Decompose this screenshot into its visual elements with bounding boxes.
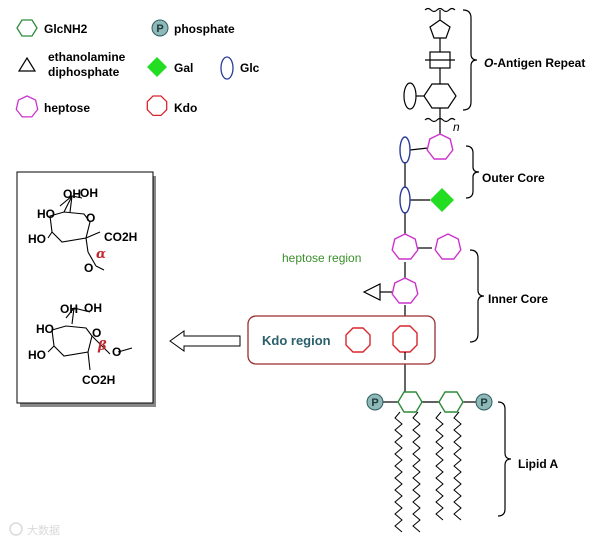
lipid-a: P P Lipid A — [366, 391, 559, 533]
heptose-residue — [391, 277, 419, 304]
kdo-region-box — [247, 315, 436, 365]
gal-diamond-icon — [147, 57, 167, 77]
svg-text:P: P — [156, 23, 163, 35]
legend: GlcNH2 P phosphate ethanolamine diphosph… — [15, 19, 260, 118]
alpha-o-ring: O — [86, 211, 95, 225]
beta-oh-2: OH — [84, 301, 102, 315]
legend-ethanolamine-line1: ethanolamine — [48, 50, 126, 64]
kdo-residue — [345, 327, 371, 353]
o-antigen-label: O-Antigen Repeat — [484, 56, 585, 70]
phosphate-right: P — [475, 393, 493, 411]
alpha-o-link: O — [84, 261, 93, 275]
alpha-ho-bottom: HO — [28, 232, 46, 246]
triangle-icon — [17, 56, 37, 72]
legend-glcnh2-label: GlcNH2 — [44, 22, 88, 36]
legend-phosphate-label: phosphate — [174, 22, 235, 36]
glcnh2-hexagon-icon — [16, 19, 38, 37]
ethanolamine-triangle — [362, 283, 381, 301]
alpha-ho-left: HO — [37, 207, 55, 221]
gal-residue — [430, 188, 454, 212]
pentose-ring — [429, 19, 451, 39]
glc-residue — [399, 136, 411, 164]
beta-ho-bottom: HO — [28, 348, 46, 362]
heptose-region-label: heptose region — [282, 251, 361, 265]
heptose-heptagon-icon — [15, 95, 39, 118]
legend-gal-label: Gal — [174, 61, 193, 75]
side-ellipse — [403, 82, 417, 110]
heptose-residue — [391, 233, 419, 260]
left-arrow-icon — [169, 330, 241, 352]
beta-kdo-structure — [47, 307, 133, 371]
repeat-n-label: n — [453, 120, 460, 134]
inner-core-label: Inner Core — [488, 292, 548, 306]
outer-core-label: Outer Core — [482, 171, 545, 185]
hexose-ring — [423, 83, 457, 109]
alpha-oh-2: OH — [80, 186, 98, 200]
beta-o-ring: O — [92, 326, 101, 340]
beta-oh-top: OH — [60, 302, 78, 316]
o-antigen-brace — [462, 9, 478, 111]
alpha-symbol: α — [96, 247, 106, 262]
kdo-structures-panel: OH OH HO HO O CO2H α O OH OH HO HO O β O… — [16, 171, 156, 407]
legend-glc-label: Glc — [240, 61, 260, 75]
phosphate-left: P — [366, 393, 384, 411]
legend-kdo-label: Kdo — [174, 101, 197, 115]
kdo-octagon-icon — [146, 95, 168, 117]
beta-symbol: β — [97, 339, 107, 354]
alpha-oh-top: OH — [63, 187, 81, 201]
phosphate-p-icon: P — [151, 19, 169, 37]
legend-heptose-label: heptose — [44, 101, 90, 115]
heptose-residue — [426, 133, 454, 160]
wavy-bond-bottom — [424, 117, 456, 123]
heptose-residue — [434, 233, 462, 260]
alpha-co2h: CO2H — [104, 230, 137, 244]
alpha-kdo-structure — [47, 195, 105, 271]
beta-o-link: O — [112, 345, 121, 359]
beta-co2h: CO2H — [82, 373, 115, 387]
outer-core-brace — [465, 145, 480, 199]
watermark-text: 大数据 — [27, 523, 60, 537]
svg-text:P: P — [371, 397, 378, 409]
glc-residue — [399, 186, 411, 214]
kdo-region-label: Kdo region — [262, 333, 331, 348]
wavy-bond-top — [424, 7, 456, 13]
lipid-a-brace — [497, 401, 512, 517]
glcnh2-residue — [438, 391, 464, 413]
watermark: 大数据 — [9, 522, 60, 537]
svg-text:P: P — [480, 397, 487, 409]
beta-ho-left: HO — [36, 322, 54, 336]
glcnh2-residue — [397, 391, 423, 413]
inner-core-brace — [469, 249, 485, 343]
fatty-acid-chains — [394, 411, 462, 533]
lipid-a-label: Lipid A — [518, 457, 559, 471]
o-antigen-repeat — [403, 7, 457, 123]
glc-ellipse-icon — [220, 56, 234, 80]
legend-ethanolamine-line2: diphosphate — [48, 65, 120, 79]
kdo-residue — [392, 325, 418, 353]
